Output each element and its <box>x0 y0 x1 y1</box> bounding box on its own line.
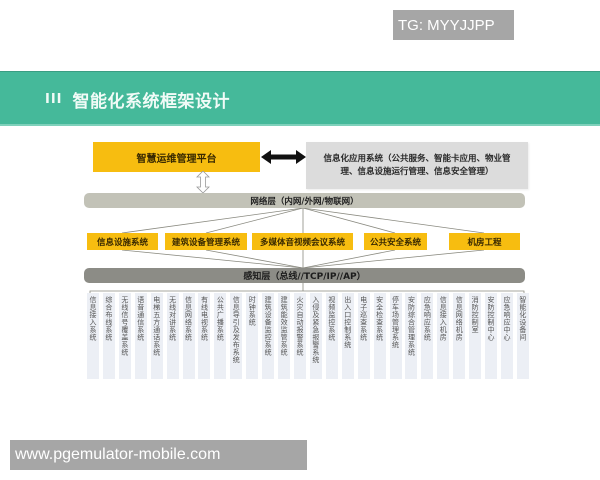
component-label: 信息接入机房 <box>439 296 448 341</box>
component-label: 电梯五方通话系统 <box>152 296 161 356</box>
component-column: 信息接入机房 <box>437 293 450 379</box>
component-label: 安防综合管理系统 <box>407 296 416 356</box>
website-watermark-badge: www.pgemulator-mobile.com <box>10 440 307 470</box>
double-arrow-icon <box>261 150 306 164</box>
subsystem-label: 信息设施系统 <box>96 237 148 248</box>
component-label: 综合布线系统 <box>104 296 113 341</box>
component-column: 信息网络系统 <box>182 293 195 379</box>
sensing-layer-bar: 感知层（总线//TCP/IP//AP） <box>84 268 525 283</box>
component-label: 火灾自动报警系统 <box>295 296 304 356</box>
ops-platform-box: 智慧运维管理平台 <box>93 142 260 172</box>
component-label: 电子巡查系统 <box>359 296 368 341</box>
component-column: 信息导引及发布系统 <box>230 293 243 379</box>
component-label: 无线对讲系统 <box>168 296 177 341</box>
component-column: 火灾自动报警系统 <box>293 293 306 379</box>
component-column: 信息接入系统 <box>87 293 99 379</box>
subsystem-machine-room: 机房工程 <box>449 233 520 250</box>
subsystem-label: 机房工程 <box>467 237 502 248</box>
component-column: 消防控制室 <box>469 293 482 379</box>
info-application-box: 信息化应用系统（公共服务、智能卡应用、物业管理、信息设施运行管理、信息安全管理） <box>306 142 528 189</box>
info-application-label: 信息化应用系统（公共服务、智能卡应用、物业管理、信息设施运行管理、信息安全管理） <box>323 153 511 177</box>
section-title-text: 智能化系统框架设计 <box>72 92 231 112</box>
component-label: 安全检查系统 <box>375 296 384 341</box>
component-column: 无线对讲系统 <box>166 293 179 379</box>
component-column: 建筑设备监控系统 <box>262 293 275 379</box>
component-label: 智能化设备间 <box>518 296 527 341</box>
component-column: 有线电视系统 <box>198 293 211 379</box>
component-label: 信息网络机房 <box>455 296 464 341</box>
section-title: III 智能化系统框架设计 <box>45 87 230 112</box>
network-layer-bar: 网络层（内网/外网/物联网） <box>84 193 525 208</box>
component-columns: 信息接入系统 综合布线系统 无线信号覆盖系统 语音通信系统 电梯五方通话系统 无… <box>87 293 529 379</box>
subsystem-multimedia-conference: 多媒体音视频会议系统 <box>252 233 353 250</box>
component-label: 有线电视系统 <box>200 296 209 341</box>
component-label: 出入口控制系统 <box>343 296 352 349</box>
up-down-arrow-icon <box>196 171 210 193</box>
subsystem-label: 建筑设备管理系统 <box>171 237 240 248</box>
component-column: 停车场管理系统 <box>389 293 402 379</box>
section-banner: III 智能化系统框架设计 <box>0 71 600 126</box>
component-label: 信息导引及发布系统 <box>232 296 241 364</box>
component-label: 无线信号覆盖系统 <box>120 296 129 356</box>
component-label: 建筑能效监管系统 <box>280 296 289 356</box>
component-label: 消防控制室 <box>471 296 480 334</box>
component-column: 信息网络机房 <box>453 293 466 379</box>
component-column: 综合布线系统 <box>102 293 115 379</box>
component-label: 语音通信系统 <box>136 296 145 341</box>
component-column: 电梯五方通话系统 <box>150 293 163 379</box>
network-layer-label: 网络层（内网/外网/物联网） <box>250 196 359 207</box>
subsystem-label: 多媒体音视频会议系统 <box>259 237 345 248</box>
telegram-watermark-text: TG: MYYJJPP <box>398 16 495 34</box>
section-numeral-icon: III <box>45 92 63 107</box>
component-column: 视频监控系统 <box>325 293 338 379</box>
component-column: 语音通信系统 <box>134 293 147 379</box>
component-column: 时钟系统 <box>246 293 259 379</box>
component-label: 安防控制中心 <box>487 296 496 341</box>
component-label: 入侵及紧急报警系统 <box>311 296 320 364</box>
component-label: 停车场管理系统 <box>391 296 400 349</box>
component-label: 信息网络系统 <box>184 296 193 341</box>
telegram-watermark-badge: TG: MYYJJPP <box>393 10 514 40</box>
component-column: 公共广播系统 <box>214 293 227 379</box>
ops-platform-label: 智慧运维管理平台 <box>136 153 217 165</box>
component-label: 应急响应中心 <box>502 296 511 341</box>
component-label: 信息接入系统 <box>89 296 97 341</box>
component-label: 公共广播系统 <box>216 296 225 341</box>
component-column: 出入口控制系统 <box>341 293 354 379</box>
subsystem-info-facility: 信息设施系统 <box>87 233 158 250</box>
component-column: 安全检查系统 <box>373 293 386 379</box>
component-column: 入侵及紧急报警系统 <box>309 293 322 379</box>
component-column: 电子巡查系统 <box>357 293 370 379</box>
component-label: 时钟系统 <box>248 296 257 326</box>
subsystem-public-security: 公共安全系统 <box>364 233 427 250</box>
component-column: 无线信号覆盖系统 <box>118 293 131 379</box>
component-column: 智能化设备间 <box>516 293 529 379</box>
component-column: 应急响应中心 <box>500 293 513 379</box>
website-watermark-text: www.pgemulator-mobile.com <box>15 446 221 463</box>
component-label: 应急响应系统 <box>423 296 432 341</box>
component-column: 安防控制中心 <box>485 293 498 379</box>
component-label: 视频监控系统 <box>327 296 336 341</box>
component-label: 建筑设备监控系统 <box>264 296 273 356</box>
component-column: 安防综合管理系统 <box>405 293 418 379</box>
sensing-layer-label: 感知层（总线//TCP/IP//AP） <box>243 272 366 282</box>
component-column: 建筑能效监管系统 <box>278 293 291 379</box>
subsystem-building-equipment: 建筑设备管理系统 <box>165 233 247 250</box>
component-column: 应急响应系统 <box>421 293 434 379</box>
subsystem-label: 公共安全系统 <box>369 237 421 248</box>
